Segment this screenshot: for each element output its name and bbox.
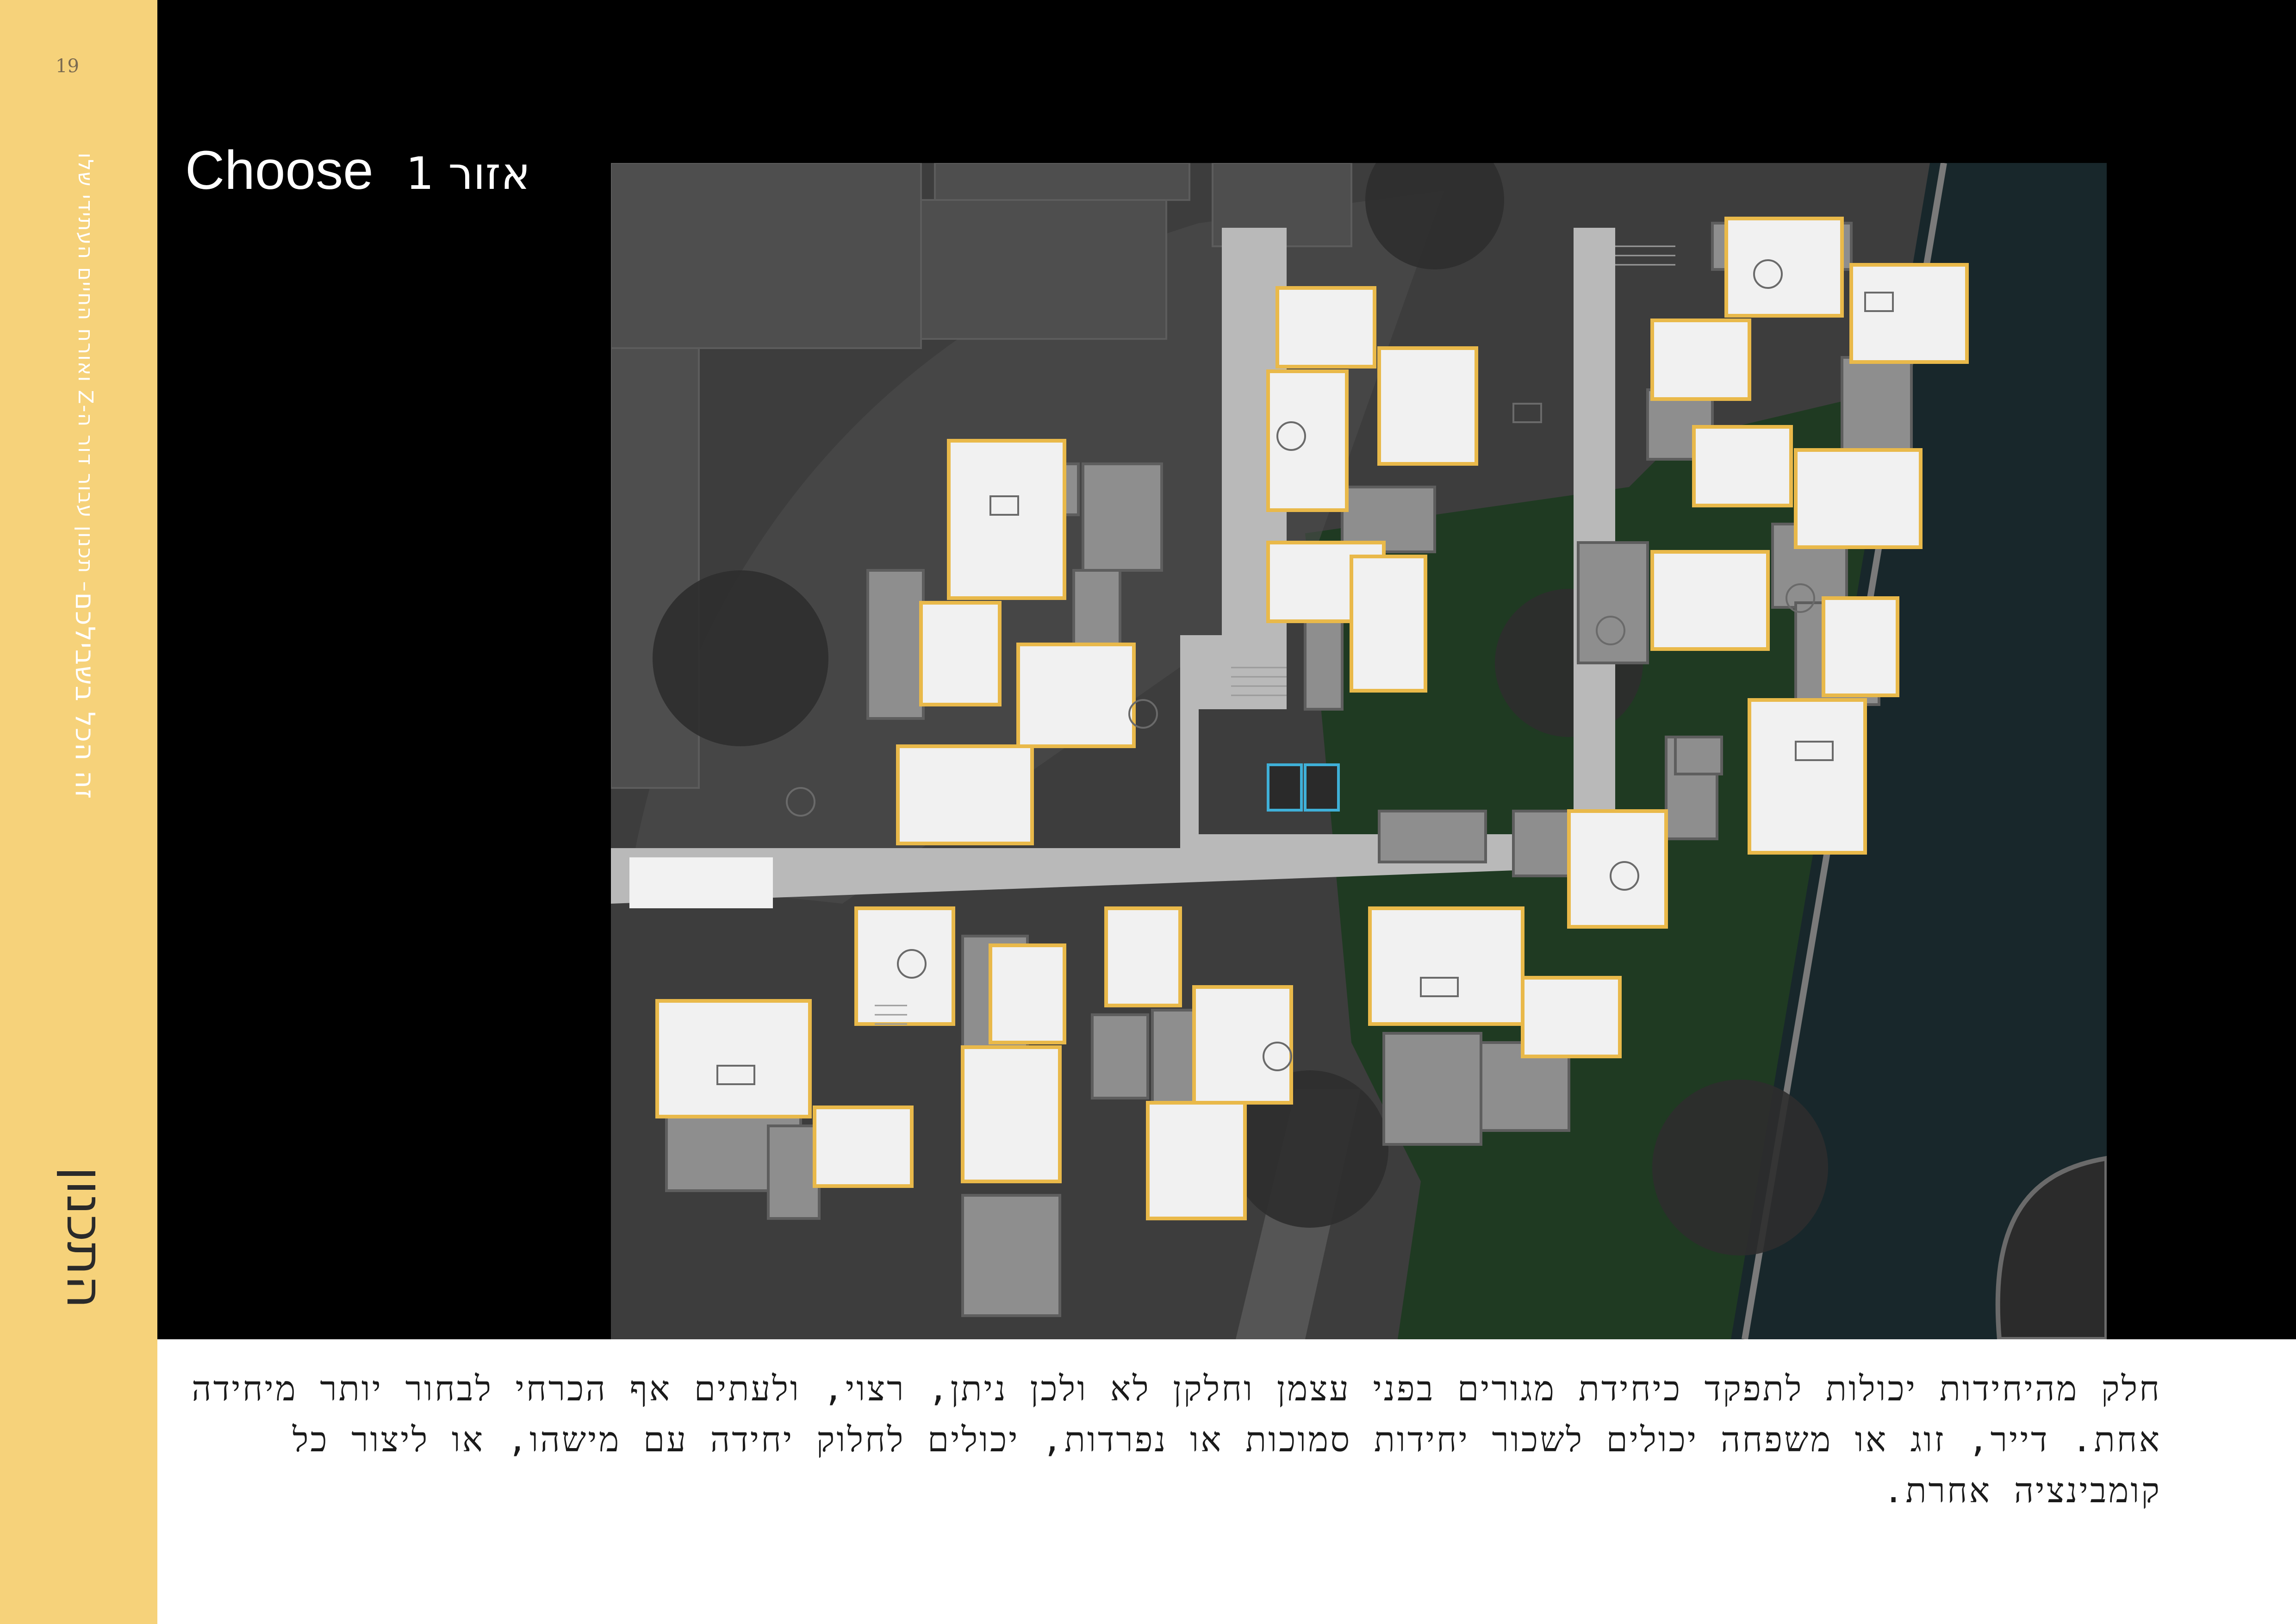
apartment-units (655, 217, 1969, 1220)
stair-hatching (875, 245, 1675, 1025)
unit-interiors (716, 259, 1894, 1085)
heading-hebrew: אזור 1 (405, 148, 531, 200)
heading-english: Choose (185, 140, 373, 201)
subtitle-bold: זה הכל בשבילכם (69, 592, 101, 800)
page-number: 19 (56, 56, 79, 77)
roundabout (1995, 1156, 2107, 1339)
stair-entry (629, 857, 773, 908)
section-title: התכנון (56, 1167, 115, 1309)
sidebar: 19 זה הכל בשבילכם– תכנון עבור דור ה-Z וא… (0, 0, 157, 1624)
site-plan (611, 163, 2107, 1339)
description-paragraph: חלק מהיחידות יכולות לתפקד כיחידת מגורים … (192, 1369, 2161, 1511)
page-heading: Choose אזור 1 (185, 139, 530, 202)
left-buildings (611, 163, 1352, 789)
project-subtitle: זה הכל בשבילכם– תכנון עבור דור ה-Z ואורח… (69, 153, 101, 800)
elevators (1267, 763, 1340, 812)
subtitle-rest: – תכנון עבור דור ה-Z ואורח החיים העתידי … (74, 153, 97, 593)
road (1731, 163, 2107, 1339)
